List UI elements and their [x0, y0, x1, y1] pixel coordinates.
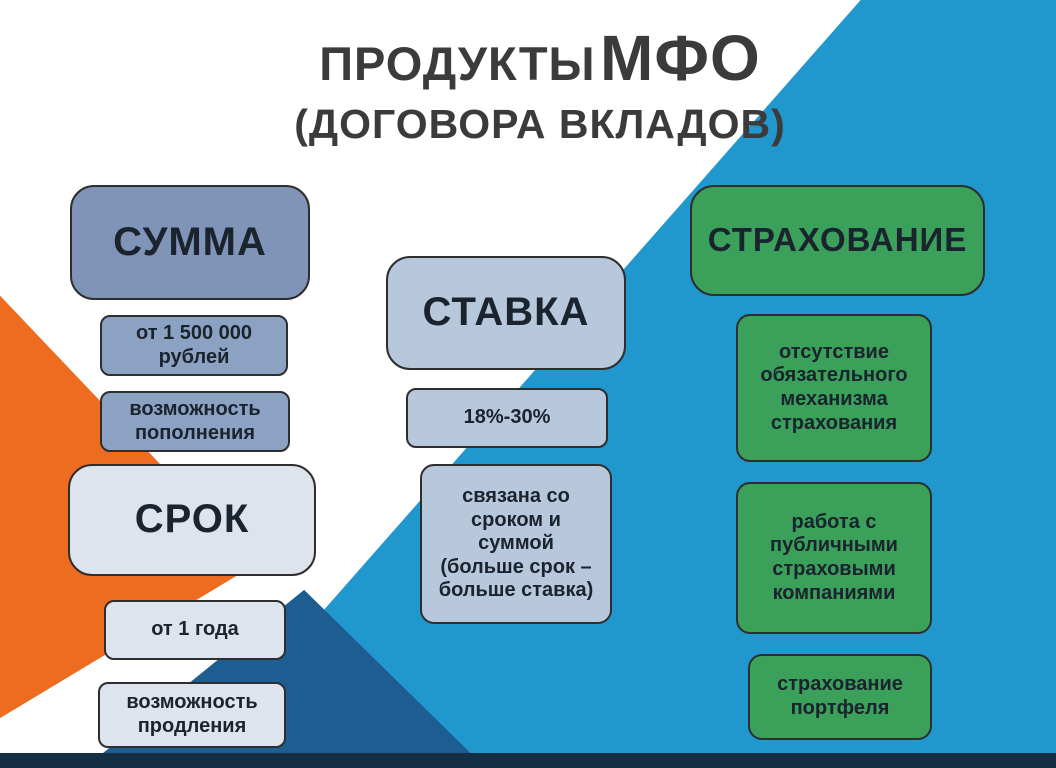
summa-header-box: СУММА	[70, 185, 310, 300]
stavka-percent-box: 18%-30%	[406, 388, 608, 448]
insurance-header-box: СТРАХОВАНИЕ	[690, 185, 985, 296]
title-mfo-text: МФО	[600, 22, 761, 94]
insurance-public-companies-box: работа с публичными страховыми компаниям…	[736, 482, 932, 634]
summa-amount-box: от 1 500 000 рублей	[100, 315, 288, 376]
srok-duration-box: от 1 года	[104, 600, 286, 660]
bottom-dark-strip	[0, 753, 1056, 768]
stavka-header-box: СТАВКА	[386, 256, 626, 370]
stavka-relation-box: связана со сроком и суммой (больше срок …	[420, 464, 612, 624]
insurance-no-mechanism-box: отсутствие обязательного механизма страх…	[736, 314, 932, 462]
summa-refill-box: возможность пополнения	[100, 391, 290, 452]
title-line-2: (ДОГОВОРА ВКЛАДОВ)	[294, 101, 786, 147]
srok-extension-box: возможность продления	[98, 682, 286, 748]
page-title: ПРОДУКТЫ МФО (ДОГОВОРА ВКЛАДОВ)	[30, 26, 1050, 145]
insurance-portfolio-box: страхование портфеля	[748, 654, 932, 740]
title-line-1: ПРОДУКТЫ МФО	[30, 26, 1050, 90]
title-products-text: ПРОДУКТЫ	[319, 37, 596, 90]
srok-header-box: СРОК	[68, 464, 316, 576]
